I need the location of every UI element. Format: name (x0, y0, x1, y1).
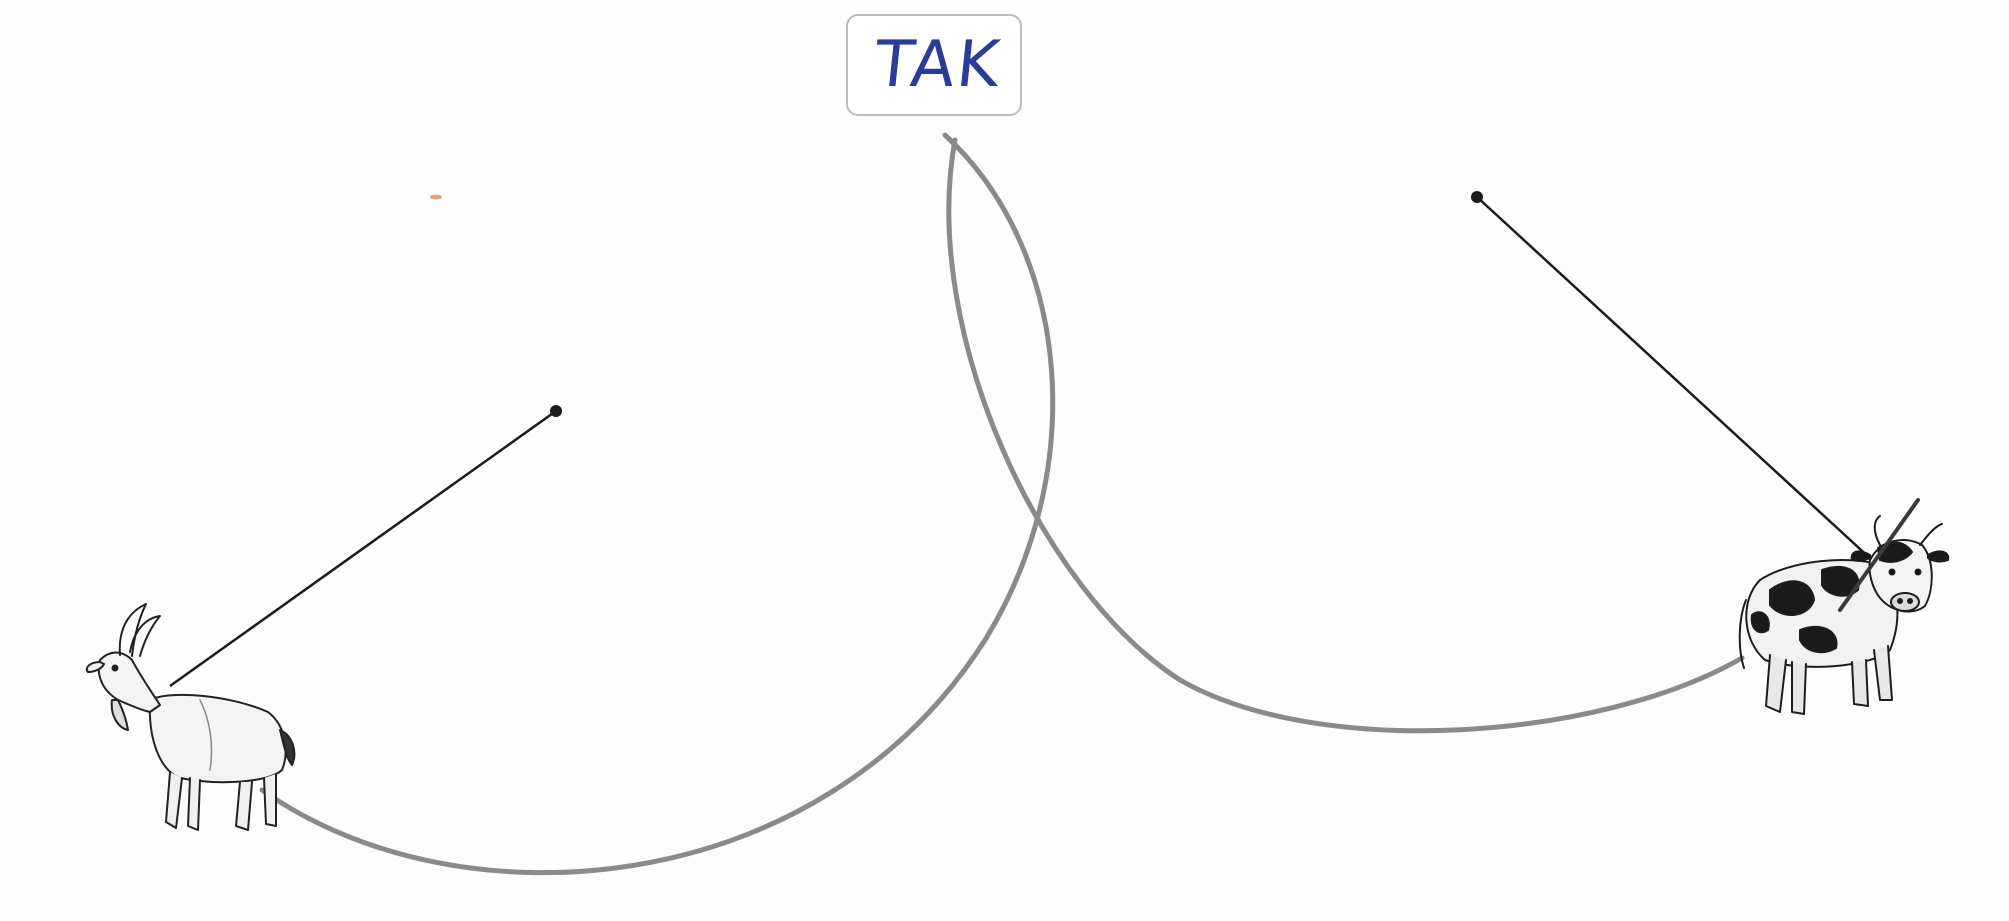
cow-stick (1838, 498, 1920, 612)
cow-tether-line (1476, 196, 1873, 561)
goat-tether-line (169, 409, 557, 688)
answer-text: TAK (871, 28, 1005, 102)
cow-rope-arc (946, 137, 1745, 734)
cow-icon (1738, 515, 1950, 715)
goat-rope-arc (259, 132, 1056, 876)
goat-icon (85, 603, 296, 831)
cow-stake-point (1471, 191, 1483, 203)
stray-mark (430, 194, 442, 200)
goat-stake-point (550, 405, 562, 417)
answer-box: TAK (846, 14, 1022, 116)
